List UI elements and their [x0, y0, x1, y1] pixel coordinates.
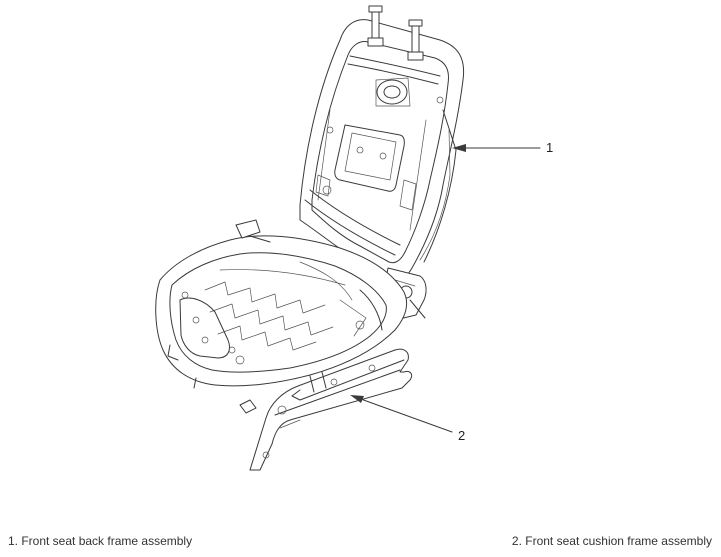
seat-frame-diagram	[155, 5, 541, 471]
callout-leader-1	[452, 144, 541, 152]
seat-back-frame	[299, 5, 465, 282]
legend-item-1: 1. Front seat back frame assembly	[8, 534, 193, 548]
headrest-guide-right	[407, 19, 424, 61]
seat-cushion-frame	[155, 219, 408, 389]
callout-number-2: 2	[458, 428, 466, 443]
legend-item-2: 2. Front seat cushion frame assembly	[511, 534, 712, 548]
callout-leader-2	[350, 395, 453, 433]
headrest-guide-left	[367, 5, 384, 47]
callout-number-1: 1	[546, 140, 554, 155]
seat-tracks	[239, 348, 413, 471]
